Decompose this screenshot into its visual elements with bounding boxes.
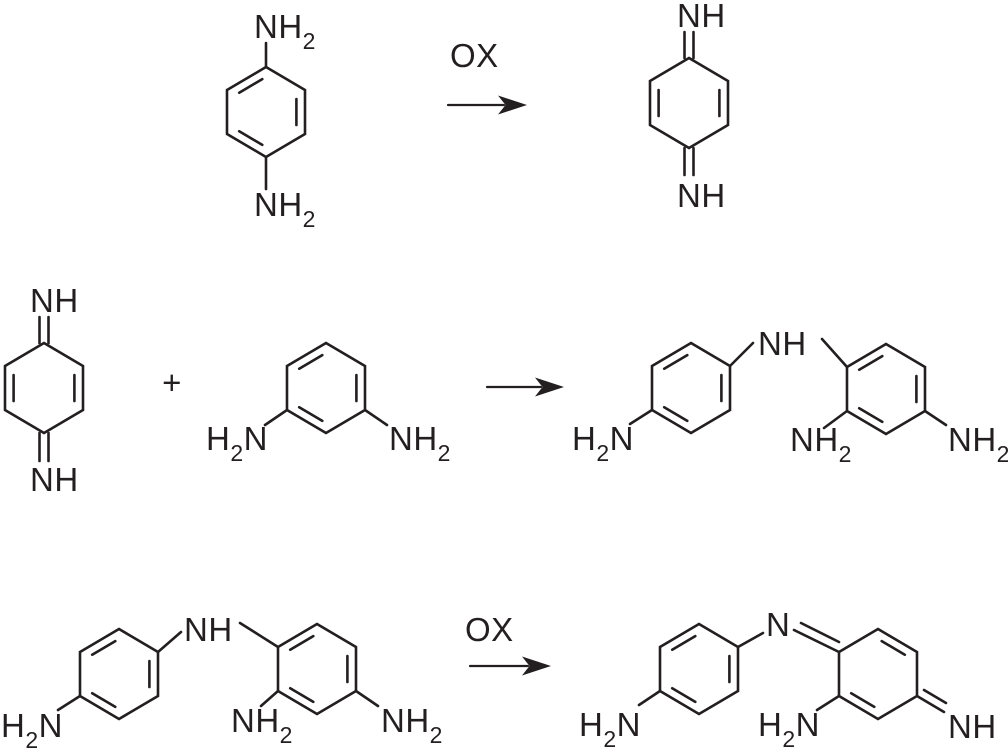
bond-ortho-amine	[815, 694, 841, 712]
ring-double-bond	[857, 406, 884, 424]
bond-nh-to-ring	[238, 621, 280, 649]
reaction-2: NH NH + H2N NH2 H2N NH NH2 NH2	[3, 282, 1008, 498]
ring-double-bond	[670, 686, 697, 704]
molecule-para-diamine: NH2 NH2	[225, 8, 316, 232]
ring-outline	[845, 342, 927, 436]
label-ortho-amine: NH2	[231, 702, 293, 748]
ring-double-bond	[857, 354, 884, 372]
bond-left-amine	[263, 408, 289, 427]
quinoid-ring-right	[837, 627, 919, 721]
label-bridge-nh: NH	[184, 611, 233, 648]
ring-double-bond	[288, 686, 315, 704]
arrow-head	[522, 656, 551, 676]
bond-para-amine	[354, 689, 380, 708]
bond-ring-to-nh	[156, 630, 183, 654]
bond-left-amine	[628, 408, 654, 426]
ring-outline	[276, 622, 358, 716]
double-bond-right-imine	[915, 694, 946, 714]
label-bottom-imine: NH	[30, 461, 79, 498]
ring-outline	[225, 65, 307, 159]
bond-left-amine	[56, 694, 82, 712]
label-top-imine: NH	[30, 282, 79, 319]
ring-double-bond	[90, 691, 117, 709]
molecule-leuco-base: H2N NH NH2 NH2	[572, 325, 1008, 467]
bond-right-amine	[363, 408, 389, 427]
arrow-head	[535, 377, 564, 397]
double-bond-n-ring	[792, 628, 841, 654]
benzene-ring-left	[658, 622, 740, 716]
benzene-ring-left	[650, 341, 732, 435]
ring-double-bond	[297, 353, 324, 371]
label-left-amine: H2N	[579, 706, 641, 750]
ring-double-bond	[237, 77, 264, 94]
ring-double-bond	[90, 639, 117, 657]
label-right-amine: NH2	[389, 420, 451, 466]
benzene-ring-right	[845, 342, 927, 436]
arrow-head	[498, 95, 527, 115]
ring-outline	[837, 627, 919, 721]
oxidant-label: OX	[465, 611, 514, 648]
label-ortho-amine: NH2	[790, 421, 852, 467]
ring-double-bond	[670, 634, 697, 652]
label-bottom-amine: NH2	[254, 186, 316, 232]
molecule-meta-diamine: H2N NH2	[206, 341, 451, 466]
benzene-ring-left	[78, 627, 160, 721]
ring-double-bond	[849, 691, 876, 709]
ring-double-bond	[297, 405, 324, 423]
label-top-amine: NH2	[254, 8, 316, 54]
label-left-amine: H2N	[1, 707, 63, 750]
benzene-ring	[225, 65, 307, 159]
ring-outline	[3, 341, 85, 435]
ring-outline	[658, 622, 740, 716]
molecule-quinonediimine-2: NH NH	[3, 282, 85, 498]
reaction-arrow-ox-3: OX	[465, 611, 551, 676]
ring-outline	[650, 341, 732, 435]
benzene-ring-right	[276, 622, 358, 716]
benzene-ring	[285, 341, 367, 435]
bond-nh-to-ring	[820, 337, 849, 369]
ring-double-bond	[662, 405, 689, 423]
ring-double-bond	[288, 634, 315, 652]
reaction-arrow-2	[485, 377, 564, 397]
quinoid-ring	[648, 56, 730, 150]
oxidant-label: OX	[450, 37, 499, 74]
label-para-amine: NH2	[948, 421, 1008, 467]
label-top-imine: NH	[677, 0, 726, 34]
label-bridge-nh: NH	[758, 325, 807, 362]
molecule-leuco-base-2: H2N NH NH2 NH2	[1, 611, 443, 750]
label-bottom-imine: NH	[677, 177, 726, 214]
reaction-3: H2N NH NH2 NH2 OX H2N N H2N NH	[1, 606, 997, 750]
molecule-indamine-dye: H2N N H2N NH	[579, 606, 997, 750]
bond-ortho-amine	[259, 689, 280, 708]
label-ortho-amine: H2N	[758, 706, 820, 750]
ring-double-bond	[662, 353, 689, 371]
double-bond-n-ring	[799, 621, 841, 644]
reaction-1: NH2 NH2 OX NH NH	[225, 0, 730, 232]
label-para-amine: NH2	[381, 702, 443, 748]
molecule-quinonediimine: NH NH	[648, 0, 730, 214]
label-left-amine: H2N	[572, 420, 634, 466]
ring-outline	[78, 627, 160, 721]
bond-ortho-amine	[822, 409, 849, 430]
ring-double-bond	[237, 130, 264, 147]
label-right-imine: NH	[948, 708, 997, 745]
bond-left-amine	[637, 689, 662, 707]
plus-sign: +	[162, 364, 182, 401]
quinoid-ring	[3, 341, 85, 435]
ring-double-bond	[880, 639, 907, 657]
reaction-arrow-ox-1: OX	[446, 37, 527, 115]
label-left-amine: H2N	[206, 420, 268, 466]
ring-outline	[648, 56, 730, 150]
ring-outline	[285, 341, 367, 435]
bond-ring-to-n	[736, 631, 765, 649]
label-bridge-n: N	[766, 606, 790, 643]
double-bond-right-imine	[922, 688, 948, 705]
bond-ring-to-nh	[728, 341, 755, 368]
bond-para-amine	[923, 409, 948, 427]
